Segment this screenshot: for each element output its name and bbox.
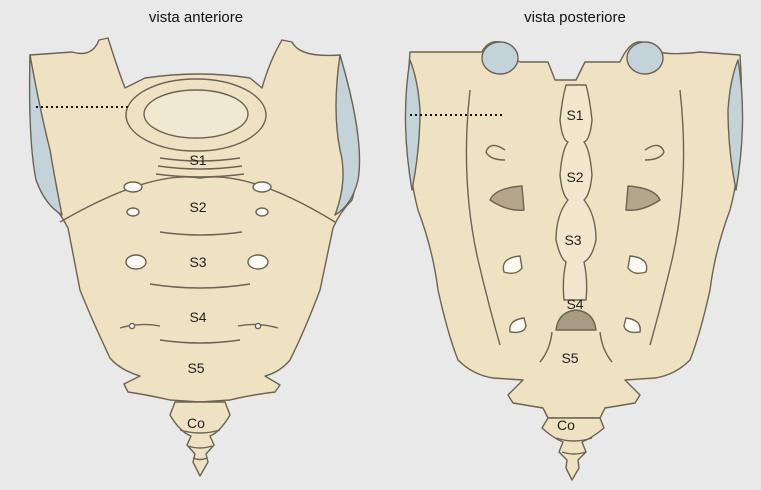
- posterior-label-s2: S2: [566, 169, 583, 185]
- anterior-coccyx: [170, 402, 230, 476]
- anterior-label-co: Co: [187, 415, 205, 431]
- posterior-view-title: vista posteriore: [524, 9, 626, 26]
- posterior-label-s5: S5: [561, 350, 578, 366]
- posterior-label-s1: S1: [566, 107, 583, 123]
- posterior-label-s3: S3: [564, 232, 581, 248]
- posterior-label-s4: S4: [566, 296, 583, 312]
- anterior-label-s5: S5: [187, 360, 204, 376]
- anterior-label-s3: S3: [189, 254, 206, 270]
- anterior-s1-disc-inner: [144, 90, 248, 138]
- posterior-label-co: Co: [557, 417, 575, 433]
- anterior-label-s1: S1: [189, 152, 206, 168]
- anterior-label-s2: S2: [189, 199, 206, 215]
- anterior-view-title: vista anteriore: [149, 9, 243, 26]
- anterior-label-s4: S4: [189, 309, 206, 325]
